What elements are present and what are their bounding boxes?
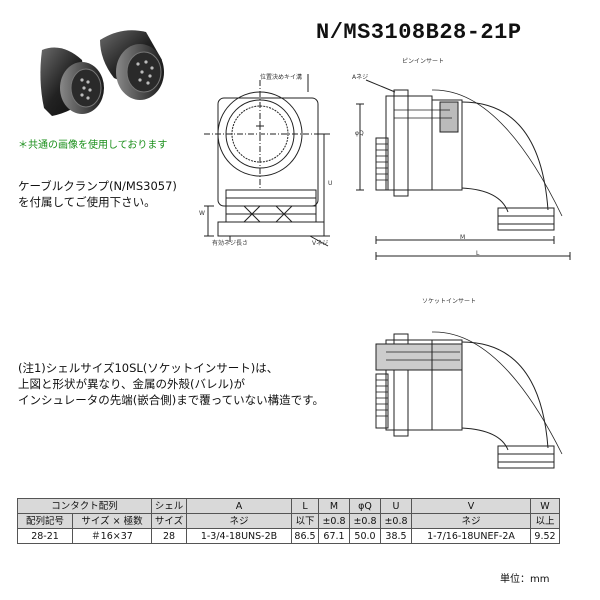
clamp-note-line1: ケーブルクランプ(N/MS3057) <box>18 179 177 193</box>
header-q-1: φQ <box>349 498 381 514</box>
clamp-note-line2: を付属してご使用下さい。 <box>18 195 156 209</box>
label-u: U <box>328 180 333 187</box>
header-contact: コンタクト配列 <box>17 498 152 514</box>
label-a-thread: Aネジ <box>352 74 369 81</box>
cell-v: 1-7/16-18UNEF-2A <box>411 528 531 544</box>
header-shell-2: サイズ <box>151 513 187 529</box>
header-u-2: ±0.8 <box>380 513 412 529</box>
cell-q: 50.0 <box>349 528 381 544</box>
label-position-mark: 位置決めキイ溝 <box>260 74 303 81</box>
cell-size-count: ＃16×37 <box>72 528 152 544</box>
header-q-2: ±0.8 <box>349 513 381 529</box>
label-effective-thread: 有効ネジ長さ <box>212 240 249 247</box>
shell-note-line3: インシュレータの先端(嵌合側)まで覆っていない構造です。 <box>18 393 325 407</box>
cell-u: 38.5 <box>380 528 412 544</box>
label-w: W <box>199 210 205 217</box>
table-subheader-row: 配列記号 サイズ × 極数 サイズ ネジ 以下 ±0.8 ±0.8 ±0.8 ネ… <box>17 513 560 529</box>
socket-insert-label: ソケットインサート <box>422 298 477 305</box>
technical-drawing <box>204 74 571 469</box>
header-shell-1: シェル <box>151 498 187 514</box>
label-phi-q: φQ <box>355 130 364 137</box>
spec-table: コンタクト配列 シェル A L M φQ U V W 配列記号 サイズ × 極数… <box>17 498 560 544</box>
shell-note: (注1)シェルサイズ10SL(ソケットインサート)は、 上図と形状が異なり、金属… <box>18 360 324 408</box>
header-v-2: ネジ <box>411 513 531 529</box>
header-w-2: 以上 <box>530 513 560 529</box>
label-v-thread: Vネジ <box>312 240 329 247</box>
table-header-row: コンタクト配列 シェル A L M φQ U V W <box>17 498 560 514</box>
header-m-2: ±0.8 <box>318 513 350 529</box>
header-v-1: V <box>411 498 531 514</box>
shell-note-line2: 上図と形状が異なり、金属の外殻(バレル)が <box>18 377 246 391</box>
label-l: L <box>476 250 480 257</box>
cell-a: 1-3/4-18UNS-2B <box>186 528 292 544</box>
product-photo <box>22 20 174 128</box>
cell-code: 28-21 <box>17 528 73 544</box>
header-l-1: L <box>291 498 319 514</box>
label-m: M <box>460 234 466 241</box>
header-a-2: ネジ <box>186 513 292 529</box>
header-l-2: 以下 <box>291 513 319 529</box>
header-w-1: W <box>530 498 560 514</box>
cell-shell: 28 <box>151 528 187 544</box>
header-u-1: U <box>380 498 412 514</box>
cell-w: 9.52 <box>530 528 560 544</box>
header-m-1: M <box>318 498 350 514</box>
clamp-note: ケーブルクランプ(N/MS3057) を付属してご使用下さい。 <box>18 178 177 210</box>
header-code: 配列記号 <box>17 513 73 529</box>
pin-insert-label: ピンインサート <box>402 58 445 65</box>
header-a-1: A <box>186 498 292 514</box>
cell-l: 86.5 <box>291 528 319 544</box>
photo-caption: ＊共通の画像を使用しております <box>18 140 168 151</box>
cell-m: 67.1 <box>318 528 350 544</box>
shell-note-line1: (注1)シェルサイズ10SL(ソケットインサート)は、 <box>18 361 279 375</box>
page-title: N/MS3108B28-21P <box>316 20 522 45</box>
unit-label: 単位：mm <box>500 574 550 585</box>
table-row: 28-21 ＃16×37 28 1-3/4-18UNS-2B 86.5 67.1… <box>17 528 560 544</box>
header-size-count: サイズ × 極数 <box>72 513 152 529</box>
